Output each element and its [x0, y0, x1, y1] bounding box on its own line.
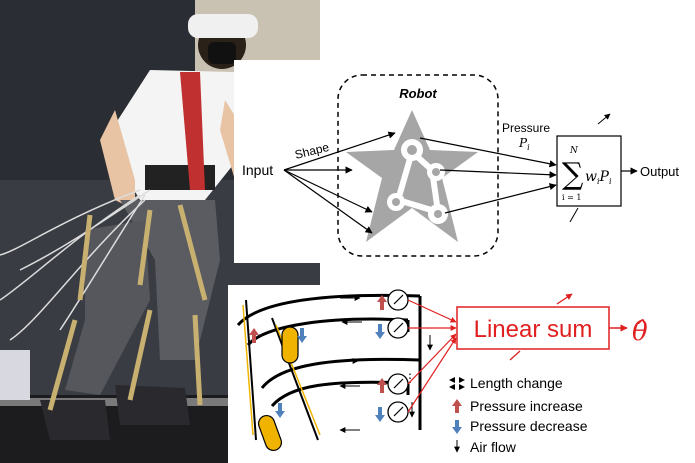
pressure-label: Pressure — [502, 121, 550, 135]
linear-sum-label: Linear sum — [474, 316, 593, 343]
legend-air-flow: Air flow — [470, 439, 517, 455]
gauge-needles — [393, 294, 404, 417]
pressure-symbol: Pi — [518, 136, 530, 152]
sum-upper-limit: N — [569, 146, 579, 156]
weight-adjust-arrow-bottom — [569, 207, 579, 223]
input-arrows — [283, 131, 396, 234]
pressure-arrows — [419, 137, 557, 214]
gold-pad-lower — [257, 415, 283, 451]
sum-term: wiPi — [585, 169, 612, 186]
legend-pressure-increase: Pressure increase — [470, 398, 583, 414]
legend-length-change: Length change — [470, 375, 563, 391]
legend-pressure-decrease: Pressure decrease — [470, 418, 588, 434]
sum-sigma-icon: ∑ — [562, 157, 584, 192]
vr-headset — [188, 14, 258, 38]
pressure-change-arrows — [249, 295, 387, 422]
legend: Length change Pressure increase Pressure… — [449, 375, 588, 455]
sum-lower-limit: i = 1 — [562, 193, 581, 202]
air-flow-arrows — [338, 295, 433, 433]
weight-adjust-red-bottom — [509, 350, 521, 361]
muscle-rods — [245, 299, 319, 441]
robot-star-icon — [346, 110, 478, 242]
pneumatic-tubes — [0, 189, 151, 341]
robot-box — [337, 74, 499, 257]
weight-adjust-red-top — [556, 293, 573, 305]
signal-lines — [407, 299, 457, 413]
weight-adjust-arrow-top — [597, 113, 611, 125]
linear-sum-box — [456, 306, 610, 350]
weighted-sum-box — [556, 135, 622, 207]
gold-pad-upper — [281, 326, 299, 364]
theta-hat: θ̂ — [632, 317, 648, 347]
up-arrow-red-icon — [452, 399, 462, 413]
artificial-muscles — [47, 204, 208, 411]
robot-title: Robot — [399, 86, 437, 101]
double-arrow-icon — [449, 377, 465, 390]
down-arrow-blue-icon — [452, 420, 462, 434]
output-label: Output — [640, 164, 679, 179]
input-label: Input — [242, 162, 273, 178]
